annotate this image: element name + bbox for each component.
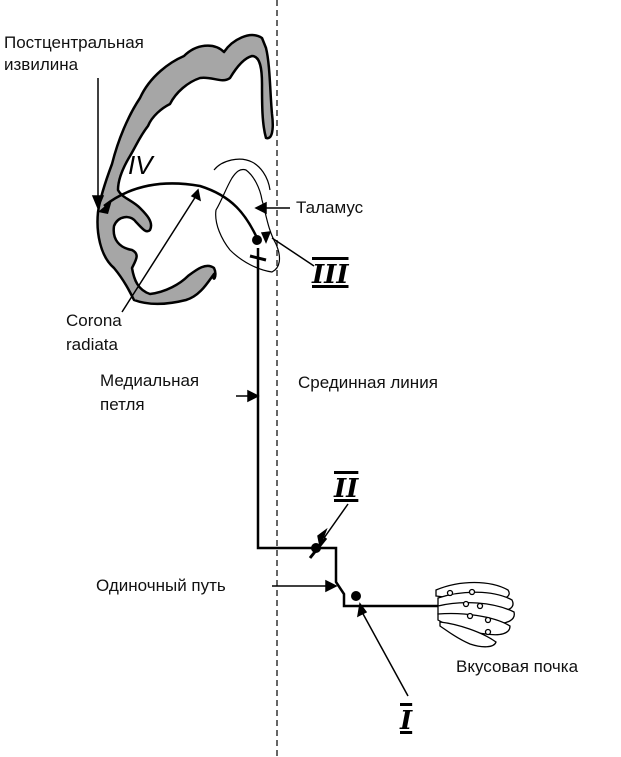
medial-lemniscus-fiber [256, 248, 312, 550]
thalamus-outline-upper [213, 158, 271, 191]
thalamus-outline [215, 168, 281, 273]
label-solitary-tract: Одиночный путь [96, 576, 226, 595]
label-midline: Срединная линия [298, 373, 438, 392]
pointer-lines [91, 78, 409, 697]
numeral-iii: III [312, 260, 349, 290]
label-medial-lemniscus-line2: петля [100, 395, 145, 414]
neuron-iii-cell-body [252, 235, 262, 245]
label-postcentral-gyrus-line1: Постцентральная [4, 33, 144, 52]
neuron-iv-fiber [103, 182, 260, 241]
neuron-i-cell-body [351, 591, 361, 601]
taste-bud-illustration [435, 581, 515, 648]
label-medial-lemniscus-line1: Медиальная [100, 371, 200, 390]
solitary-tract-fiber [318, 546, 442, 608]
neuron-iv-arrowhead [98, 200, 112, 214]
numeral-i: I [400, 706, 413, 736]
label-postcentral-gyrus-line2: извилина [4, 55, 79, 74]
label-corona-radiata-line2: radiata [66, 335, 118, 354]
cerebral-cortex [96, 33, 274, 305]
label-thalamus: Таламус [296, 198, 364, 217]
numeral-ii: II [334, 474, 359, 504]
numeral-iv: IV [128, 150, 153, 180]
label-corona-radiata-line1: Corona [66, 311, 122, 330]
label-taste-bud: Вкусовая почка [456, 657, 579, 676]
